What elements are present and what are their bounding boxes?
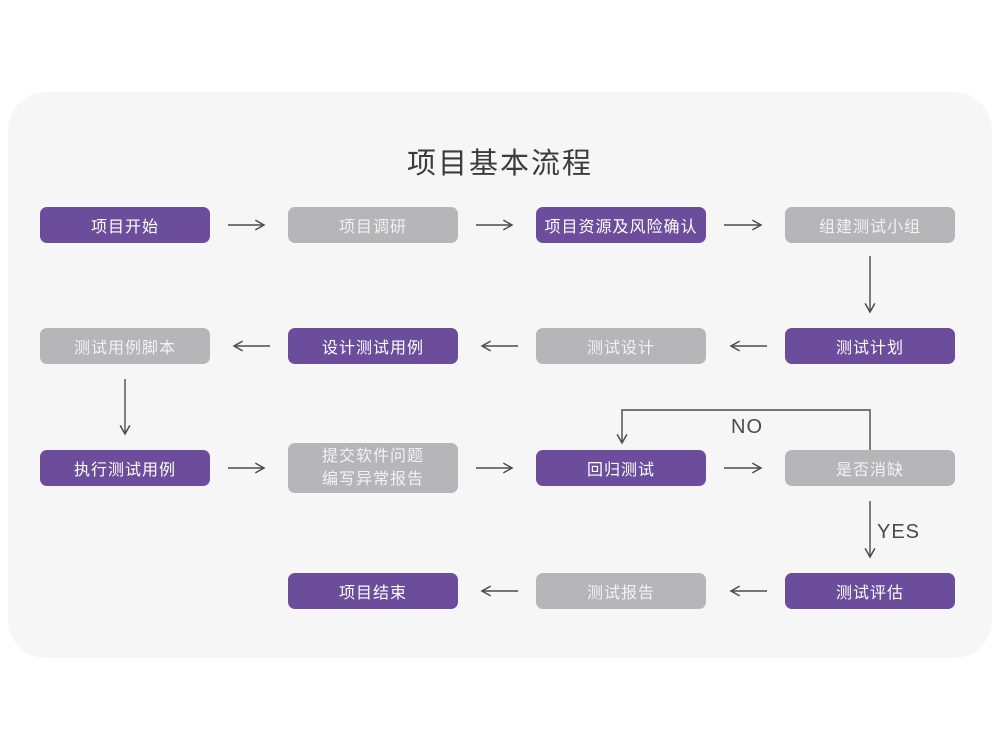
flow-node-project-start: 项目开始 [40,207,210,243]
node-label: 项目调研 [338,219,407,236]
node-label: 项目结束 [338,585,407,602]
node-label: 组建测试小组 [818,219,921,236]
flow-node-test-evaluation: 测试评估 [785,573,955,609]
flow-node-build-test-team: 组建测试小组 [785,207,955,243]
flow-node-defect-resolved: 是否消缺 [785,450,955,486]
branch-label-no: NO [731,416,763,438]
flow-node-design-test-cases: 设计测试用例 [288,328,458,364]
node-label: 是否消缺 [835,462,904,479]
node-label: 测试计划 [835,340,904,357]
node-label: 回归测试 [586,462,655,479]
branch-label-yes: YES [877,521,921,543]
node-label-line2: 编写异常报告 [321,471,424,488]
flow-node-resources-risk: 项目资源及风险确认 [536,207,706,243]
flow-node-submit-issue-report: 提交软件问题 编写异常报告 [288,443,458,493]
flow-node-regression-test: 回归测试 [536,450,706,486]
flow-node-test-plan: 测试计划 [785,328,955,364]
arrow-no-loop [616,409,871,450]
node-label: 测试评估 [835,585,904,602]
flow-node-test-case-scripts: 测试用例脚本 [40,328,210,364]
node-label: 项目资源及风险确认 [544,219,698,236]
node-label: 测试用例脚本 [73,340,176,357]
node-label: 项目开始 [90,219,159,236]
node-label: 测试报告 [586,585,655,602]
flowchart-card [8,92,992,658]
node-label: 测试设计 [586,340,655,357]
flow-node-execute-test-cases: 执行测试用例 [40,450,210,486]
node-label: 设计测试用例 [321,340,424,357]
flow-node-project-end: 项目结束 [288,573,458,609]
node-label-line1: 提交软件问题 [321,447,424,465]
flow-node-test-report: 测试报告 [536,573,706,609]
flow-node-project-research: 项目调研 [288,207,458,243]
flow-node-test-design: 测试设计 [536,328,706,364]
diagram-title: 项目基本流程 [406,148,593,180]
node-label: 执行测试用例 [73,462,176,479]
